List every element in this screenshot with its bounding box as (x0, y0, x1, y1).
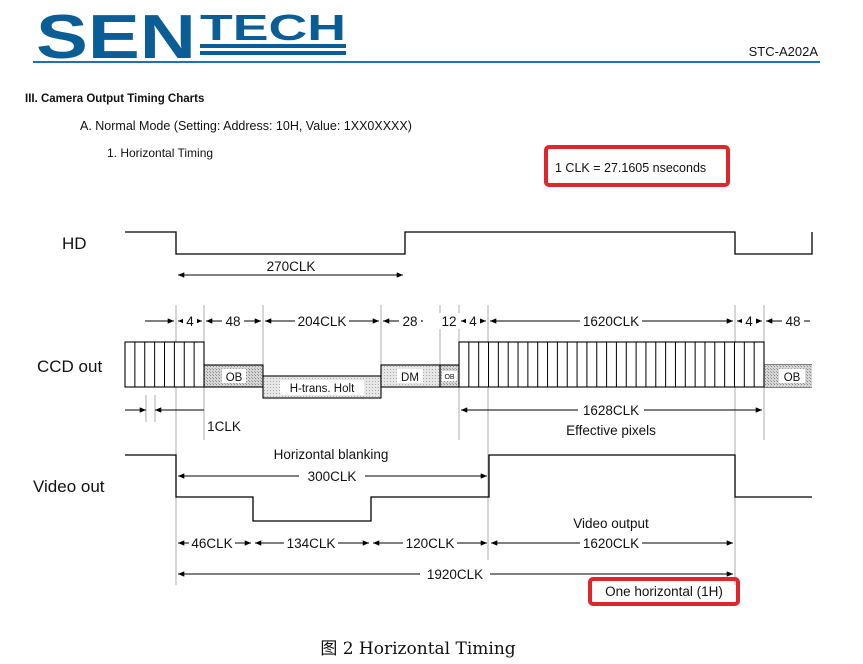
ccd-dim-label: 4 (745, 314, 753, 329)
ccd-dim-label: 204CLK (298, 314, 347, 329)
ccd-dim-label: 48 (785, 314, 800, 329)
ccd-dim-label: 1620CLK (583, 314, 639, 329)
video-dim-label: 134CLK (287, 536, 336, 551)
video-output-label: Video output (573, 516, 649, 531)
subsection-heading: A. Normal Mode (Setting: Address: 10H, V… (80, 119, 412, 133)
svg-text:SEN: SEN (36, 3, 196, 72)
total-span: 1920CLK (427, 567, 483, 582)
video-out-label: Video out (33, 477, 105, 496)
effective-pixels-label: Effective pixels (566, 423, 656, 438)
svg-text:TECH: TECH (200, 7, 346, 48)
h-trans-label: H-trans. Holt (290, 383, 355, 395)
ob-label-2: OB (444, 374, 454, 381)
video-waveform (125, 454, 812, 522)
effective-span: 1628CLK (583, 403, 639, 418)
clock-note-highlight (544, 145, 730, 187)
pixel-block (458, 341, 765, 388)
ccd-dim-label: 4 (469, 314, 477, 329)
section-heading: III. Camera Output Timing Charts (25, 93, 204, 105)
blanking-label: Horizontal blanking (274, 447, 389, 462)
dm-label: DM (401, 372, 419, 384)
ob-label-3: OB (784, 372, 801, 384)
hd-waveform (125, 231, 813, 255)
video-dimension-row: 46CLK 134CLK 120CLK 1620CLK (178, 535, 733, 551)
sentech-logo: SEN TECH (36, 3, 346, 72)
hd-label: HD (62, 234, 87, 253)
one-h-highlight (588, 577, 740, 606)
clock-note: 1 CLK = 27.1605 nseconds (555, 161, 706, 175)
ccd-dim-label: 28 (402, 314, 417, 329)
ccd-out-label: CCD out (37, 357, 102, 376)
one-clk-label: 1CLK (207, 419, 241, 434)
item-heading: 1. Horizontal Timing (107, 146, 213, 160)
video-dim-label: 120CLK (406, 536, 455, 551)
ccd-dim-label: 48 (225, 314, 240, 329)
ccd-pixel-columns (124, 341, 765, 388)
ccd-dim-label: 12 (441, 314, 456, 329)
hd-low-duration: 270CLK (267, 259, 316, 274)
ccd-dim-label: 4 (186, 314, 194, 329)
video-dim-label: 1620CLK (583, 536, 639, 551)
ob-label-1: OB (226, 372, 243, 384)
model-number: STC-A202A (749, 44, 819, 59)
one-horizontal-label: One horizontal (1H) (605, 584, 723, 599)
video-dim-label: 46CLK (191, 536, 232, 551)
blanking-span: 300CLK (308, 469, 357, 484)
figure-caption: 图 2 Horizontal Timing (320, 639, 515, 659)
ccd-dimension-row: 4 48 204CLK 28 12 4 1620CLK 4 48 (145, 313, 810, 329)
